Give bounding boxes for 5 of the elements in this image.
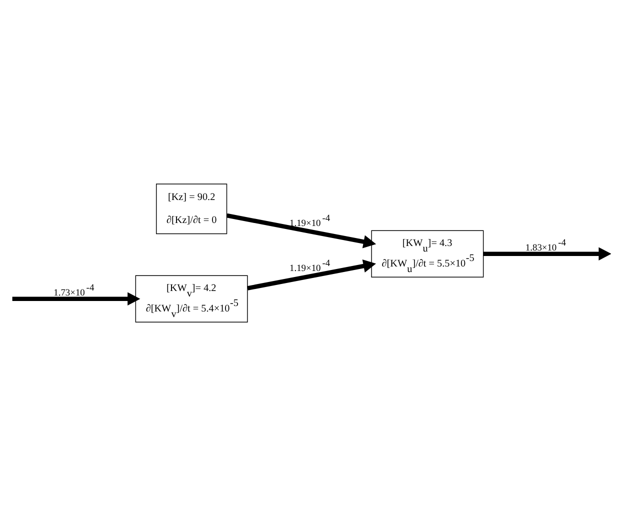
arrow <box>12 292 140 306</box>
arrow <box>483 247 611 261</box>
arrow <box>226 213 376 248</box>
node-box: [Kz] = 90.2 ∂[Kz]/∂t = 0 <box>156 184 228 234</box>
arrow <box>247 259 376 290</box>
